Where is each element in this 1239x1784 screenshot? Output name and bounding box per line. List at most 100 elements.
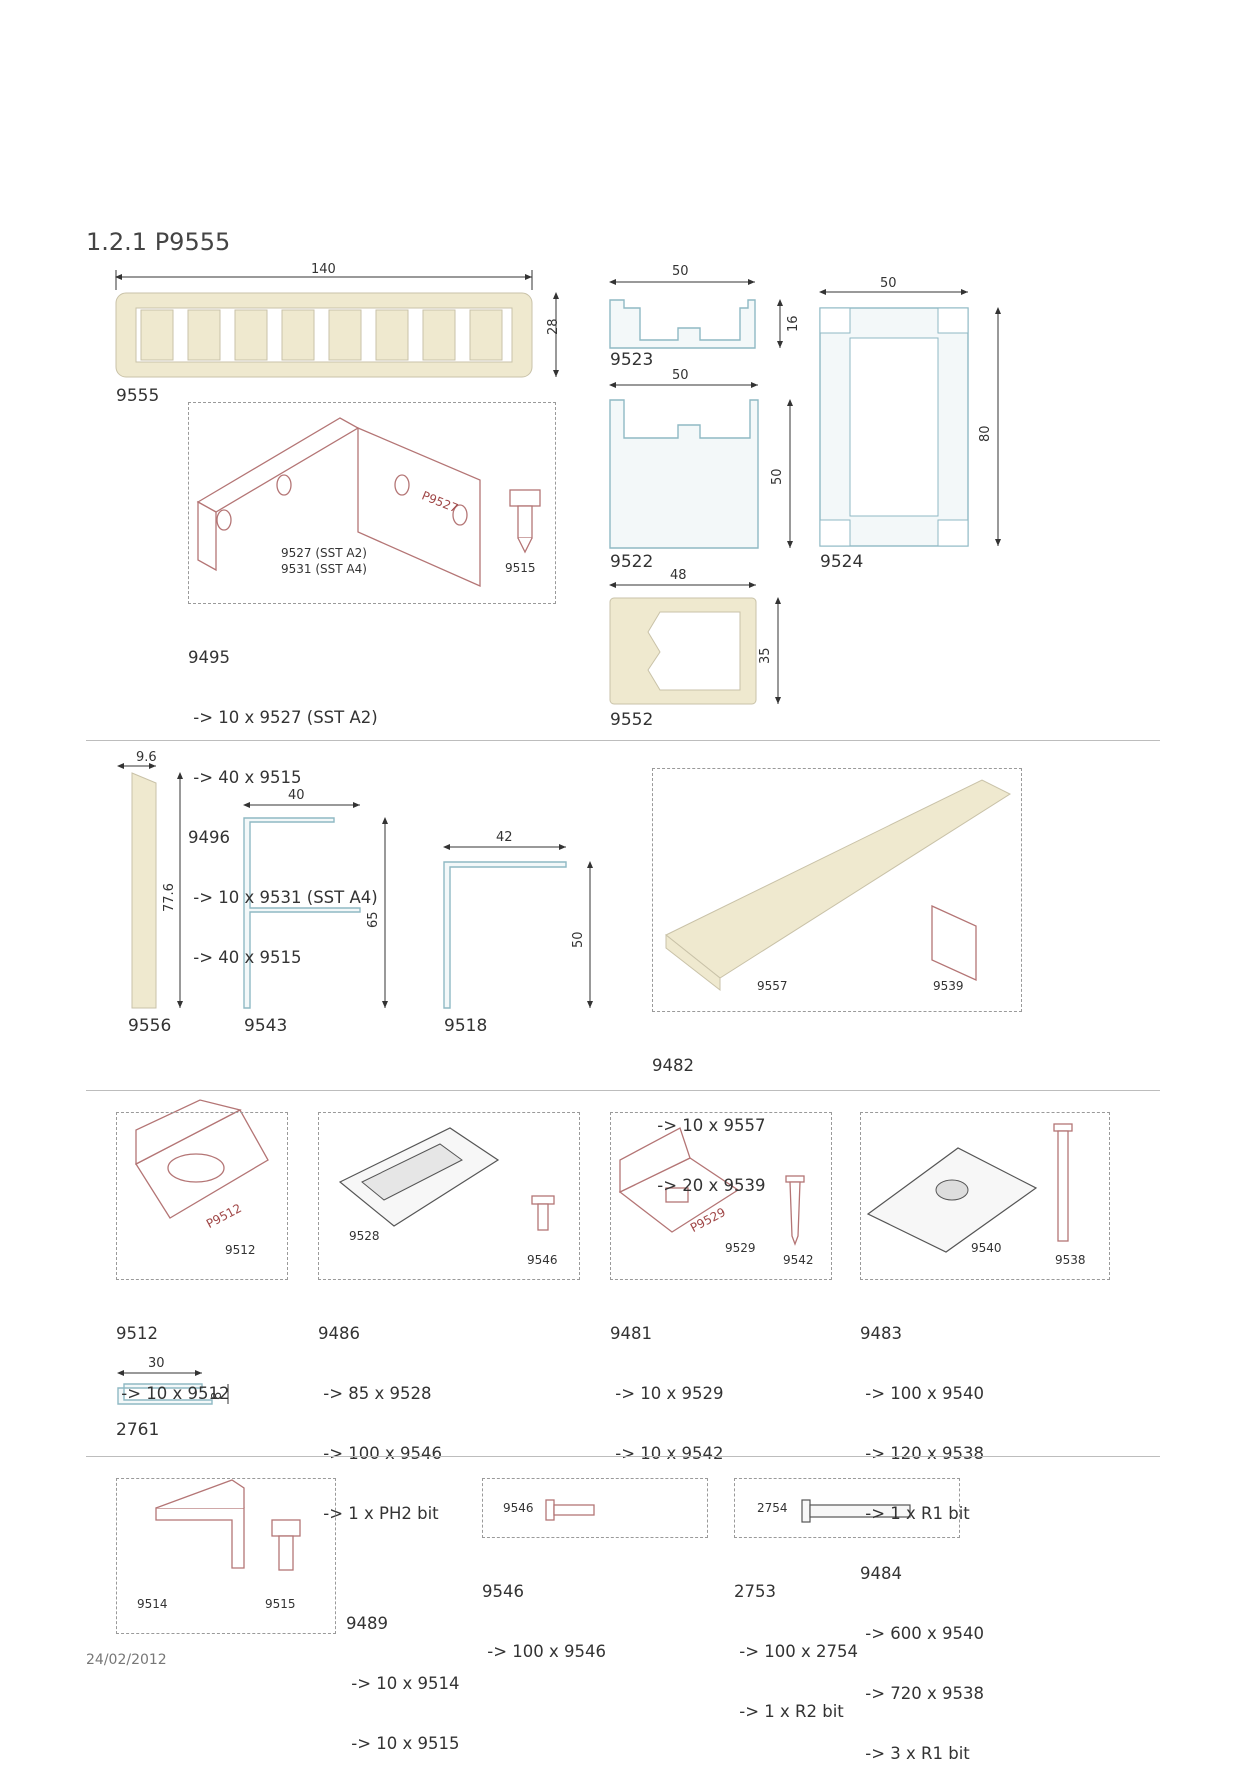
divider-1 [86,740,1160,741]
kit-list-line: -> 3 x R1 bit [860,1744,970,1763]
code-2761: 2761 [116,1420,160,1440]
kit-list-line: -> 20 x 9539 [652,1176,766,1195]
screw-2754-drawing [801,1499,911,1523]
dim-9556-height: 77.6 [162,883,177,912]
part-label-9540: 9540 [971,1241,1002,1255]
code-9555: 9555 [116,386,160,406]
clip-9512-drawing [135,1099,269,1219]
kit-2753-list: 2753 -> 100 x 2754 -> 1 x R2 bit [734,1542,858,1742]
kit-list-line: 9512 [116,1324,158,1343]
kit-list-line: 9481 [610,1324,652,1343]
bracket-label-a: 9527 (SST A2) [281,546,367,560]
profile-9552-drawing [609,582,781,705]
kit-9483-box: 9540 9538 [860,1112,1110,1280]
kit-list-line: 9483 [860,1324,902,1343]
kit-list-line: -> 10 x 9527 (SST A2) [188,708,378,727]
code-9556: 9556 [128,1016,172,1036]
kit-9489-list: 9489 -> 10 x 9514 -> 10 x 9515 [346,1574,460,1774]
part-label-9528: 9528 [349,1229,380,1243]
part-label-9529: 9529 [725,1241,756,1255]
kit-list-line: -> 100 x 9546 [482,1642,607,1661]
kit-list-line: 9546 [482,1582,524,1601]
kit-list-line: 9495 [188,648,230,667]
part-label-9512: 9512 [225,1243,256,1257]
dim-2761-width: 30 [148,1356,165,1371]
screw-9538-drawing [1053,1123,1073,1242]
kit-list-line: -> 1 x R1 bit [860,1504,970,1523]
dim-9556-width: 9.6 [136,750,157,765]
kit-list-line: -> 40 x 9515 [188,768,302,787]
kit-list-line: 2753 [734,1582,776,1601]
kit-9546-box: 9546 [482,1478,708,1538]
kit-9546-list: 9546 -> 100 x 9546 [482,1542,606,1682]
clip-9539-drawing [931,904,977,982]
clip-9529-drawing [618,1127,740,1233]
kit-list-line: -> 100 x 2754 [734,1642,859,1661]
profile-9543-drawing [243,802,388,1009]
part-label-9514: 9514 [137,1597,168,1611]
profile-2761-drawing [117,1370,229,1405]
kit-list-line: -> 1 x R2 bit [734,1702,844,1721]
code-9522: 9522 [610,552,654,572]
part-label-9557: 9557 [757,979,788,993]
screw-9546-drawing [531,1195,555,1231]
profile-9523-drawing [609,279,783,349]
code-9543: 9543 [244,1016,288,1036]
profile-9522-drawing [609,382,793,549]
kit-list-line: -> 100 x 9540 [860,1384,985,1403]
dim-9518-height: 50 [571,931,586,948]
profile-9555-drawing [115,270,559,378]
page-title: 1.2.1 P9555 [86,228,231,256]
kit-list-line: 9496 [188,828,230,847]
part-label-2754: 2754 [757,1501,788,1515]
kit-9495-box: 9527 (SST A2) 9531 (SST A4) 9515 P9527 [188,402,556,604]
dim-9522-height: 50 [770,468,785,485]
bracket-9527-drawing [196,417,481,587]
kit-list-line: -> 10 x 9529 [610,1384,724,1403]
dim-2761-height: 8 [210,1391,225,1400]
kit-9482-list: 9482 -> 10 x 9557 -> 20 x 9539 [652,1016,766,1216]
part-label-9539: 9539 [933,979,964,993]
kit-9482-box: 9557 9539 [652,768,1022,1012]
kit-list-line: -> 720 x 9538 [860,1684,985,1703]
page-date: 24/02/2012 [86,1652,167,1668]
screw-9515-drawing [509,489,541,554]
dim-9523-width: 50 [672,264,689,279]
dim-9543-width: 40 [288,788,305,803]
dim-9518-width: 42 [496,830,513,845]
code-9524: 9524 [820,552,864,572]
kit-list-line: -> 10 x 9531 (SST A4) [188,888,378,907]
kit-9481-list: 9481 -> 10 x 9529 -> 10 x 9542 [610,1284,724,1484]
dim-9522-width: 50 [672,368,689,383]
clip-stamp-9512: P9512 [203,1200,244,1232]
kit-list-line: 9486 [318,1324,360,1343]
kit-list-line: -> 10 x 9515 [346,1734,460,1753]
dim-9523-height: 16 [786,315,801,332]
dim-9524-height: 80 [978,425,993,442]
dim-9555-width: 140 [311,262,336,277]
kit-list-line: -> 40 x 9515 [188,948,302,967]
profile-9518-drawing [443,844,593,1009]
kit-list-line: -> 600 x 9540 [860,1624,985,1643]
divider-3 [86,1456,1160,1457]
part-label-9546: 9546 [527,1253,558,1267]
kit-list-line: -> 10 x 9542 [610,1444,724,1463]
screw-9542-drawing [785,1175,805,1246]
kit-list-line: -> 10 x 9512 [116,1384,230,1403]
part-label-9542: 9542 [783,1253,814,1267]
part-label-9538: 9538 [1055,1253,1086,1267]
kit-list-line: -> 85 x 9528 [318,1384,432,1403]
clip-9528-drawing [338,1127,500,1227]
kit-list-line: 9484 [860,1564,902,1583]
kit-list-line: -> 100 x 9546 [318,1444,443,1463]
part-label-9546b: 9546 [503,1501,534,1515]
code-9518: 9518 [444,1016,488,1036]
kit-2753-box: 2754 [734,1478,960,1538]
kit-9489-box: 9514 9515 [116,1478,336,1634]
board-9557-drawing [665,779,1012,992]
kit-list-line: 9489 [346,1614,388,1633]
dim-9552-width: 48 [670,568,687,583]
dim-9555-height: 28 [546,318,561,335]
kit-list-line: 9482 [652,1056,694,1075]
